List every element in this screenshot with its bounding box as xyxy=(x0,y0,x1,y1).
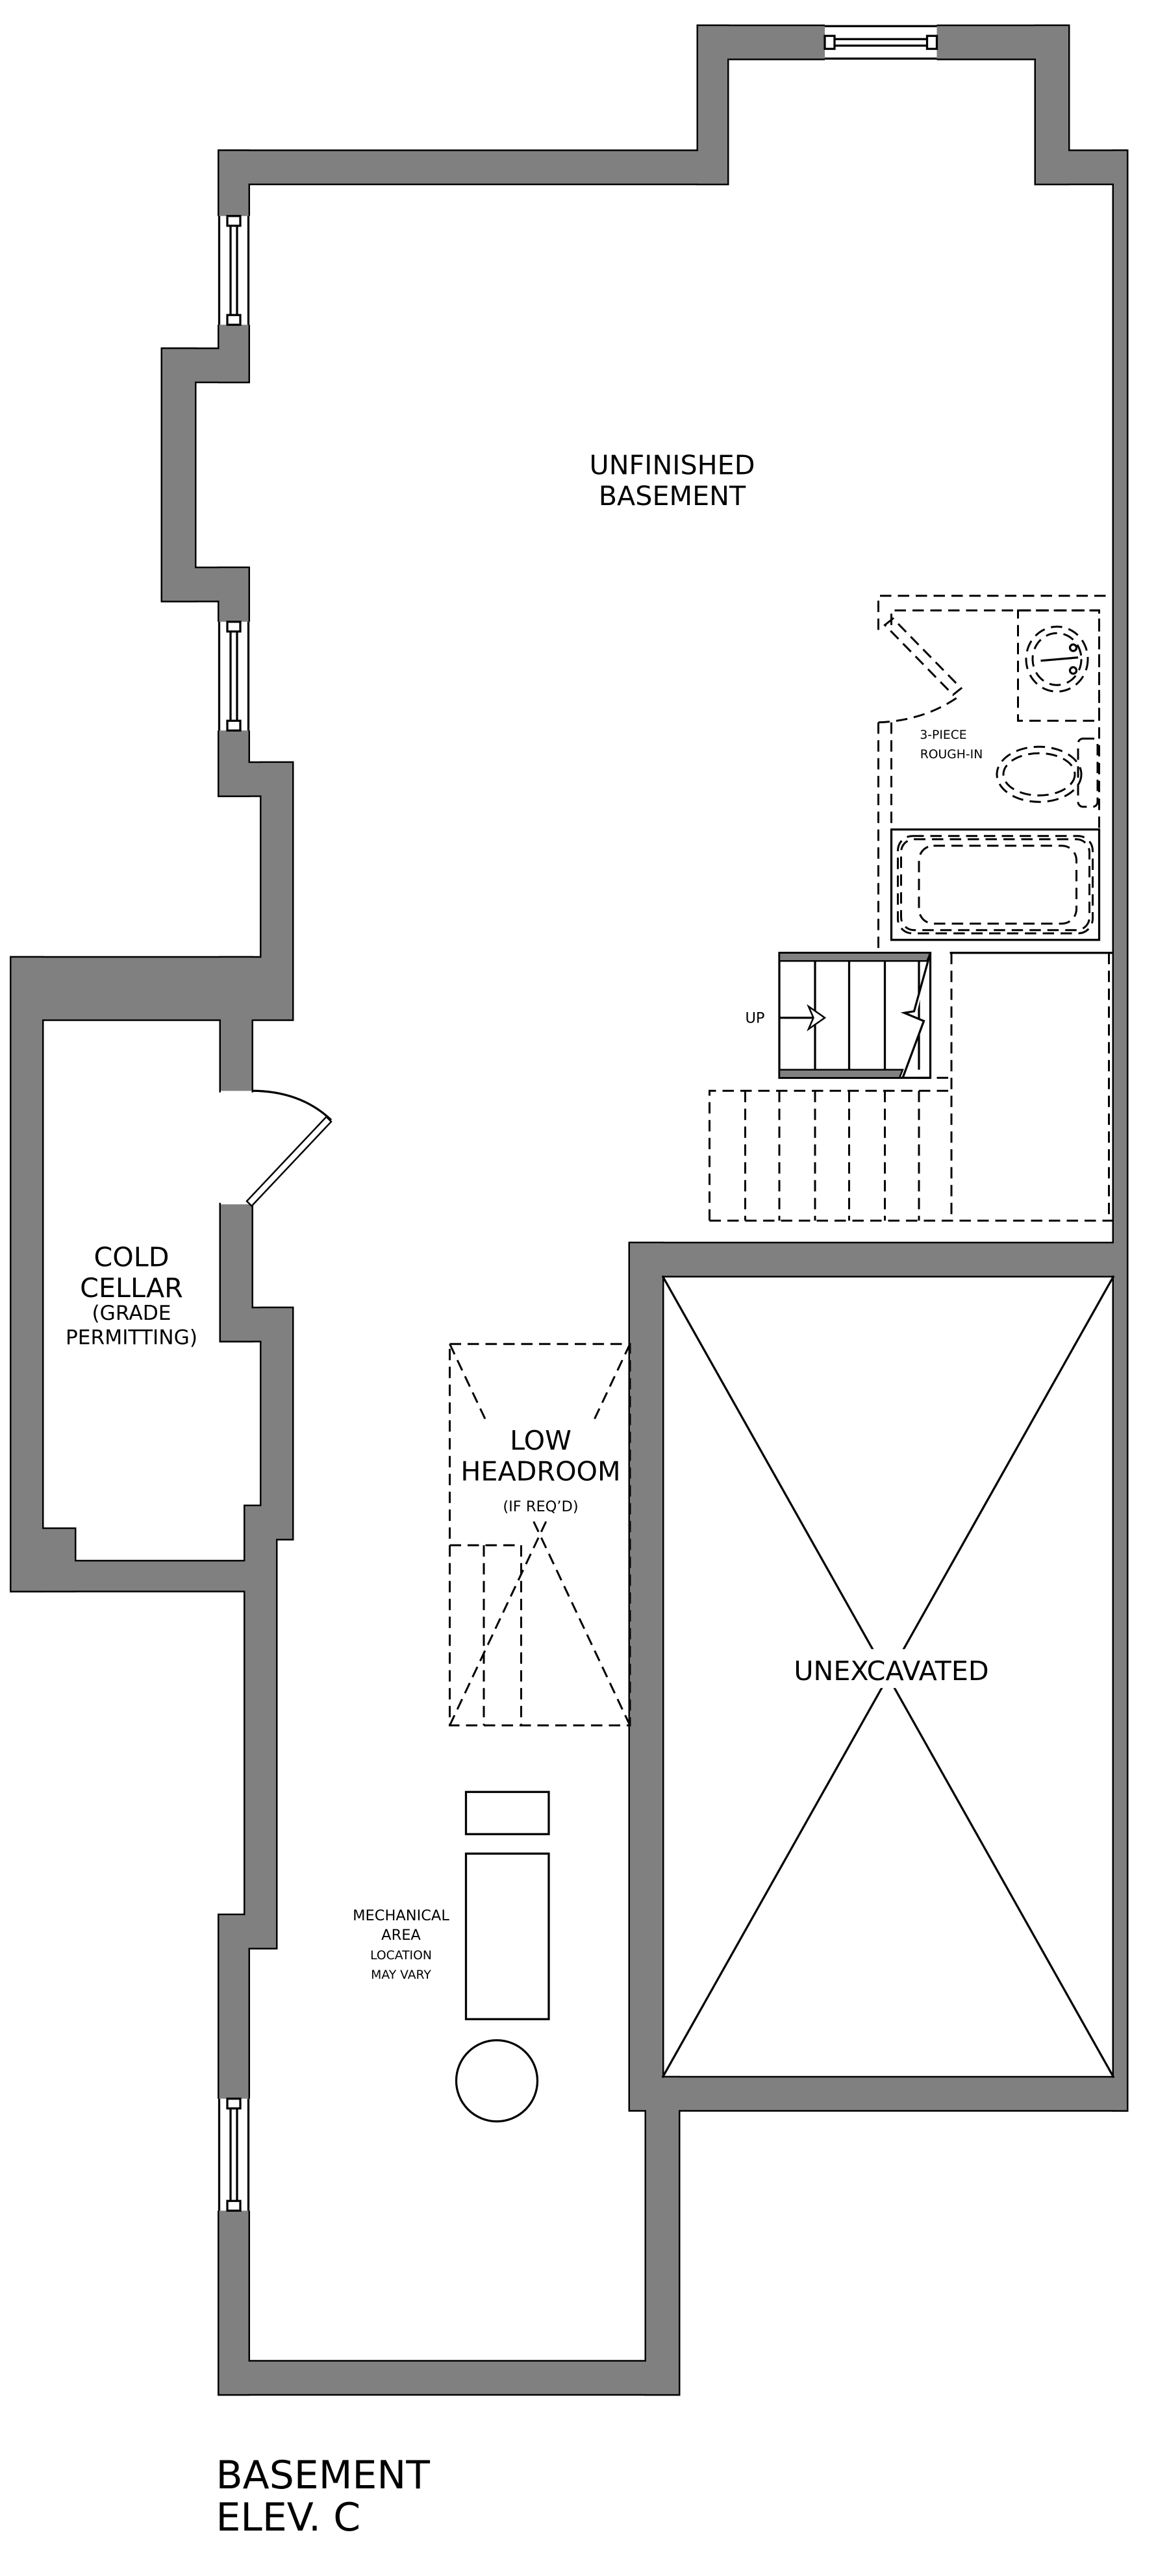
up-arrow-icon xyxy=(779,1004,827,1032)
walls xyxy=(10,24,1129,2396)
bathroom-rough-in: 3-PIECE ROUGH-IN xyxy=(877,595,1114,966)
sink-icon xyxy=(1017,609,1100,722)
window-left-lower xyxy=(216,2098,252,2212)
stairs: UP xyxy=(709,952,1114,1222)
rough-in-label-line1: 3-PIECE xyxy=(920,728,966,742)
unfinished-basement-label-line1: UNFINISHED xyxy=(590,449,755,480)
cold-cellar-door xyxy=(221,1089,333,1208)
low-headroom-note: (IF REQ’D) xyxy=(503,1498,578,1515)
lower-stair-outline xyxy=(709,1089,1114,1222)
window-left-middle xyxy=(216,621,252,732)
cold-cellar-note-line1: (GRADE xyxy=(92,1302,171,1325)
bathroom-door xyxy=(878,617,963,724)
low-headroom-label-line2: HEADROOM xyxy=(460,1455,620,1487)
mechanical-label-line2: AREA xyxy=(381,1927,421,1944)
plan-title-line2: ELEV. C xyxy=(216,2495,361,2540)
tank-icon xyxy=(455,2039,539,2123)
low-headroom-label-line1: LOW xyxy=(510,1425,572,1456)
water-heater-icon xyxy=(464,1790,550,1835)
low-headroom-area: LOW HEADROOM (IF REQ’D) xyxy=(449,1343,631,1727)
cold-cellar-label-line2: CELLAR xyxy=(80,1272,183,1304)
unexcavated-label: UNEXCAVATED xyxy=(794,1655,988,1687)
bathtub-icon xyxy=(890,828,1101,941)
window-left-upper xyxy=(216,215,252,326)
rough-in-label-line2: ROUGH-IN xyxy=(920,748,983,762)
furnace-icon xyxy=(464,1852,550,2020)
plan-title-line1: BASEMENT xyxy=(216,2453,431,2498)
window-top xyxy=(823,23,938,62)
stair-up-label: UP xyxy=(745,1009,764,1026)
mechanical-note-line1: LOCATION xyxy=(370,1949,432,1963)
unexcavated-area: UNEXCAVATED xyxy=(661,1275,1115,2079)
cold-cellar-note-line2: PERMITTING) xyxy=(66,1326,197,1349)
cold-cellar-label-line1: COLD xyxy=(94,1241,169,1272)
toilet-icon xyxy=(996,737,1099,808)
unfinished-basement-label-line2: BASEMENT xyxy=(599,480,746,512)
mechanical-note-line2: MAY VARY xyxy=(371,1968,431,1982)
mechanical-area: MECHANICAL AREA LOCATION MAY VARY xyxy=(353,1790,550,2123)
mechanical-label-line1: MECHANICAL xyxy=(353,1907,449,1924)
